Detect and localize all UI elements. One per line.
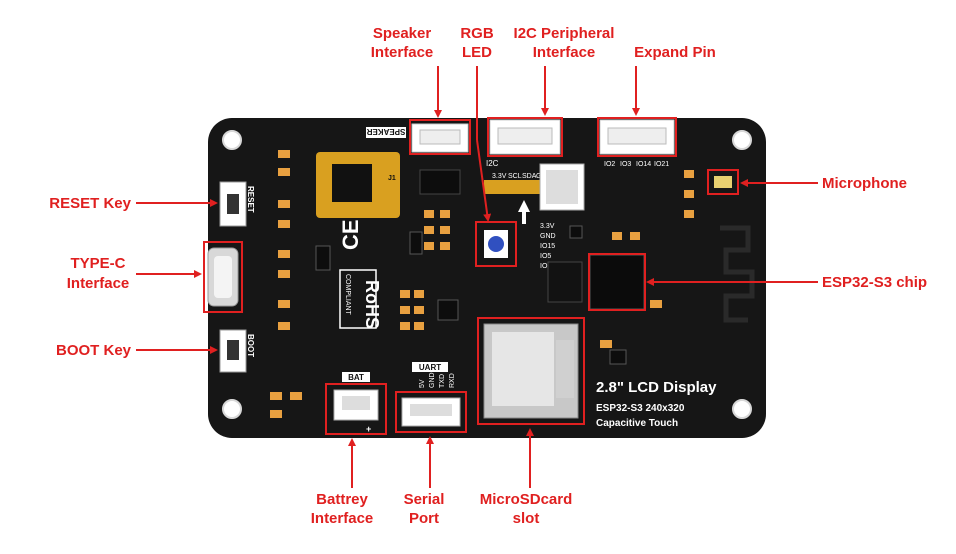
extra-pin-1: GND (540, 233, 556, 240)
callout-battery-line2: Interface (311, 510, 374, 527)
typec-port (203, 241, 243, 313)
display-silk-text: 2.8" LCD Display ESP32-S3 240x320 Capaci… (596, 379, 717, 429)
i2c-connector: I2C (486, 119, 561, 168)
regulator-chip (419, 169, 461, 195)
callout-boxes (409, 117, 677, 157)
callout-esp32: ESP32-S3 chip (822, 274, 927, 291)
callout-serial-line2: Port (409, 510, 439, 527)
uart-silk-label: UART (419, 363, 441, 372)
ribbon-connector (484, 163, 585, 211)
display-title: 2.8" LCD Display (596, 379, 717, 396)
expand-pin-3: IO21 (654, 161, 669, 168)
callout-arrows (136, 66, 818, 488)
uart-connector: UART RXD TXD GND 5V (395, 362, 467, 433)
i2c-pin-2: SDA (522, 173, 537, 180)
callout-speaker-line1: Speaker (373, 25, 432, 42)
mounting-holes (222, 130, 752, 419)
bat-plus-sign: + (366, 424, 371, 434)
callout-reset: RESET Key (49, 195, 131, 212)
uart-pin-2: GND (429, 372, 436, 388)
display-line-2: ESP32-S3 240x320 (596, 403, 685, 414)
antenna-trace (720, 225, 755, 323)
callout-boot: BOOT Key (56, 342, 132, 359)
rohs-compliant-text: COMPLIANT (344, 274, 351, 316)
rgb-led (475, 221, 517, 267)
audio-chip: J1 (316, 152, 400, 218)
extra-pin-labels: 3.3V GND IO15 IO5 IO1 (540, 223, 556, 270)
callout-labels: Speaker Interface RGB LED I2C Peripheral… (49, 25, 927, 527)
i2c-pin-0: 3.3V (492, 173, 507, 180)
callout-serial-line1: Serial (404, 491, 445, 508)
rohs-mark: RoHS COMPLIANT (339, 269, 382, 329)
extra-pin-0: 3.3V (540, 223, 555, 230)
callout-battery-line1: Battrey (316, 491, 368, 508)
esp32-chip (588, 253, 646, 311)
uart-pin-1: TXD (439, 374, 446, 388)
microphone-component (707, 169, 739, 195)
extra-pin-3: IO5 (540, 253, 551, 260)
callout-expand: Expand Pin (634, 44, 716, 61)
speaker-connector: SPEAKER (366, 123, 469, 153)
expand-pin-labels: IO2 IO3 IO14 IO21 (604, 161, 669, 168)
callout-typec-line1: TYPE-C (70, 255, 125, 272)
reset-button: RESET (219, 181, 255, 227)
callout-speaker-line2: Interface (371, 44, 434, 61)
callout-sd-line1: MicroSDcard (480, 491, 573, 508)
battery-connector: BAT + (325, 372, 387, 435)
callout-rgb-line2: LED (462, 44, 492, 61)
boot-silk-label: BOOT (246, 334, 255, 357)
expand-pin-0: IO2 (604, 161, 615, 168)
boot-button: BOOT (219, 329, 255, 373)
up-arrow-icon (518, 200, 530, 224)
ce-mark: CE (338, 219, 363, 250)
callout-rgb-line1: RGB (460, 25, 494, 42)
callout-i2c-line1: I2C Peripheral (514, 25, 615, 42)
i2c-pin-1: SCL (508, 173, 522, 180)
microsd-slot (477, 317, 585, 425)
uart-pin-0: RXD (449, 373, 456, 388)
ce-mark-text: CE (338, 219, 363, 250)
svg-text:J1: J1 (388, 175, 396, 182)
psram-chip (547, 261, 583, 303)
expand-connector (599, 119, 675, 155)
speaker-silk-label: SPEAKER (366, 127, 405, 136)
callout-sd-line2: slot (513, 510, 540, 527)
uart-pin-3: 5V (419, 379, 426, 388)
callout-i2c-line2: Interface (533, 44, 596, 61)
rohs-mark-text: RoHS (362, 280, 382, 329)
extra-pin-4: IO1 (540, 263, 551, 270)
display-line-3: Capacitive Touch (596, 418, 678, 429)
callout-microphone: Microphone (822, 175, 907, 192)
callout-typec-line2: Interface (67, 275, 130, 292)
bat-silk-label: BAT (348, 373, 364, 382)
expand-pin-1: IO3 (620, 161, 631, 168)
ic-chips (315, 225, 627, 365)
i2c-silk-label: I2C (486, 159, 499, 168)
reset-silk-label: RESET (246, 186, 255, 213)
extra-pin-2: IO15 (540, 243, 555, 250)
smd-components (270, 150, 694, 418)
expand-pin-2: IO14 (636, 161, 651, 168)
